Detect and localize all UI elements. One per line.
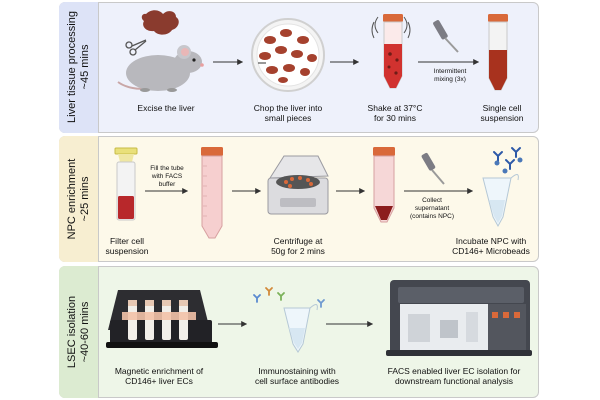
microtube-icon <box>482 174 519 228</box>
stage-sidebar-2: NPC enrichment ~25 mins <box>59 136 99 262</box>
petri-dish-icon <box>251 18 325 92</box>
magnet-rack-icon <box>106 290 218 348</box>
step-note-fill-tube: Fill the tube with FACS buffer <box>150 165 184 188</box>
step-caption-shake: Shake at 37°C for 30 mins <box>367 103 423 123</box>
step-caption-chop: Chop the liver into small pieces <box>253 103 323 123</box>
step-caption-magnetic-enrichment: Magnetic enrichment of CD146+ liver ECs <box>114 366 204 386</box>
pipette-icon <box>433 20 459 53</box>
filter-tube-icon <box>114 147 138 221</box>
microtube-icon <box>283 304 318 353</box>
antibody-icon <box>253 287 325 308</box>
microbead-icon <box>494 157 523 174</box>
step-caption-facs-isolation: FACS enabled liver EC isolation for down… <box>387 366 521 386</box>
conical-tube-icon <box>488 14 508 91</box>
stage-sidebar-3: LSEC isolation ~40-60 mins <box>59 266 99 398</box>
step-caption-centrifuge: Centrifuge at 50g for 2 mins <box>271 236 325 256</box>
centrifuge-icon <box>267 155 329 215</box>
conical-tube-icon <box>201 147 223 239</box>
step-caption-immunostaining: Immunostaining with cell surface antibod… <box>254 366 340 386</box>
step-note-collect-supernatant: Collect supernatant (contains NPC) <box>409 197 455 220</box>
conical-tube-icon <box>373 147 395 223</box>
step-caption-single-cell: Single cell suspension <box>480 103 524 123</box>
liver-icon <box>141 10 179 35</box>
conical-tube-icon <box>371 14 411 89</box>
stage-sidebar-1: Liver tissue processing ~45 mins <box>59 2 99 133</box>
step-note-intermittent-mixing: Intermittent mixing (3x) <box>433 68 467 83</box>
step-caption-excise: Excise the liver <box>137 103 195 113</box>
step-caption-filter: Filter cell suspension <box>105 236 149 256</box>
flow-cytometer-icon <box>386 280 532 356</box>
scissors-icon <box>125 39 147 56</box>
antibody-icon <box>493 147 521 170</box>
pipette-icon <box>421 152 445 185</box>
step-caption-incubate: Incubate NPC with CD146+ Microbeads <box>452 236 530 256</box>
mouse-icon <box>117 45 204 92</box>
